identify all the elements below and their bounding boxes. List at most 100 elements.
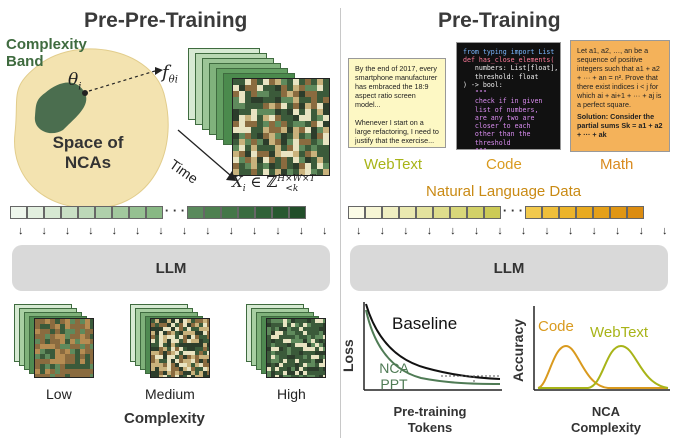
complexity-frame-final	[150, 318, 210, 378]
token-arrow: ↓	[134, 225, 141, 237]
nca-token-row: · · ·	[10, 203, 330, 221]
token-arrow: ↓	[450, 225, 456, 237]
complexity-frame-final	[34, 318, 94, 378]
token-cell	[484, 206, 501, 219]
loss-xlabel: Pre-training Tokens	[393, 404, 467, 435]
token-cell	[272, 206, 289, 219]
llm-block-right: LLM	[350, 245, 668, 291]
token-cell	[399, 206, 416, 219]
complexity-level-high: High	[277, 386, 306, 402]
token-cell	[416, 206, 433, 219]
time-arrow	[177, 129, 236, 181]
token-arrow: ↓	[322, 225, 328, 237]
x-superscript: H×W×T	[277, 174, 316, 184]
token-cell	[610, 206, 627, 219]
token-ellipsis: · · ·	[502, 203, 524, 218]
token-arrow: ↓	[88, 225, 94, 237]
code-line: ) -> bool:	[463, 80, 503, 89]
code-line: are any two are	[463, 113, 535, 122]
token-arrow: ↓	[205, 225, 211, 237]
code-line: threshold: float	[463, 72, 539, 81]
pre-training-title: Pre-Training	[438, 9, 561, 32]
theta-subscript: i	[78, 81, 82, 93]
theta-symbol: θ	[68, 70, 79, 90]
token-arrow: ↓	[158, 225, 164, 237]
x-formula: Xi ∈ ℤH×W×T<k	[232, 173, 315, 194]
complexity-title: Complexity	[124, 410, 205, 427]
token-arrow: ↓	[18, 225, 24, 237]
token-arrow: ↓	[403, 225, 409, 237]
token-arrow: ↓	[356, 225, 362, 237]
nca-space-diagram	[14, 48, 169, 209]
accuracy-chart	[533, 306, 670, 391]
token-arrows-left: ↓↓↓↓↓↓↓↓↓↓↓↓↓↓	[10, 224, 330, 240]
code-line: def has_close_elements(	[463, 56, 555, 65]
nl-token-row: · · ·	[348, 203, 670, 221]
token-cell	[10, 206, 27, 219]
llm-block-left: LLM	[12, 245, 330, 291]
token-arrow: ↓	[275, 225, 281, 237]
token-cell	[627, 206, 644, 219]
loss-series-baseline: Baseline	[392, 314, 458, 333]
token-arrow: ↓	[251, 225, 258, 237]
loss-series-nca-ppt: NCA PPT	[379, 360, 409, 392]
code-line: threshold	[463, 138, 511, 147]
acc-series-code: Code	[538, 318, 574, 335]
token-cell	[187, 206, 204, 219]
code-line: check if in given	[463, 97, 543, 106]
x-in-set: ∈ ℤ	[250, 173, 278, 191]
token-cell	[221, 206, 238, 219]
loss-curve-nca-ppt	[365, 309, 501, 385]
token-arrow: ↓	[520, 225, 527, 237]
token-cell	[61, 206, 78, 219]
code-line: closer to each	[463, 122, 531, 131]
token-arrows-right: ↓↓↓↓↓↓↓↓↓↓↓↓↓↓	[348, 224, 670, 240]
token-cell	[450, 206, 467, 219]
f-symbol: f	[162, 62, 169, 83]
token-cell	[78, 206, 95, 219]
token-arrow: ↓	[544, 225, 550, 237]
token-cell	[289, 206, 306, 219]
token-cell	[238, 206, 255, 219]
complexity-stack-medium	[130, 304, 210, 379]
code-line: list of numbers,	[463, 105, 539, 114]
token-arrow: ↓	[379, 225, 386, 237]
token-arrow: ↓	[111, 225, 118, 237]
x-symbol: X	[232, 173, 243, 191]
token-cell	[27, 206, 44, 219]
token-arrow: ↓	[591, 225, 597, 237]
x-set-subscript: <k	[285, 184, 299, 194]
code-line: from typing import List	[463, 48, 555, 56]
f-subscript: θi	[168, 74, 178, 86]
token-arrow: ↓	[298, 225, 305, 237]
theta-arrowhead	[155, 67, 163, 75]
token-cell	[525, 206, 542, 219]
token-cell	[559, 206, 576, 219]
source-label-code: Code	[486, 156, 522, 173]
code-line: other than the	[463, 130, 531, 139]
complexity-band-label: Complexity Band	[6, 36, 87, 70]
token-cell	[146, 206, 163, 219]
complexity-level-low: Low	[46, 386, 72, 402]
token-cell	[433, 206, 450, 219]
token-arrow: ↓	[426, 225, 433, 237]
loss-curve-baseline	[365, 303, 501, 380]
token-cell	[593, 206, 610, 219]
complexity-band-region	[34, 82, 87, 134]
token-cell	[112, 206, 129, 219]
source-label-math: Math	[600, 156, 634, 173]
token-arrow: ↓	[181, 225, 188, 237]
token-arrow: ↓	[228, 225, 234, 237]
pre-pre-training-title: Pre-Pre-Training	[84, 9, 248, 32]
token-cell	[365, 206, 382, 219]
token-arrow: ↓	[497, 225, 503, 237]
code-line: numbers: List[float],	[463, 64, 559, 73]
token-arrow: ↓	[662, 225, 668, 237]
token-cell	[129, 206, 146, 219]
token-cell	[44, 206, 61, 219]
complexity-level-medium: Medium	[145, 386, 195, 402]
token-arrow: ↓	[638, 225, 644, 237]
webtext-document-text: By the end of 2017, every smartphone man…	[355, 64, 439, 145]
panel-divider	[340, 8, 341, 438]
accuracy-xlabel: NCA Complexity	[570, 404, 642, 435]
